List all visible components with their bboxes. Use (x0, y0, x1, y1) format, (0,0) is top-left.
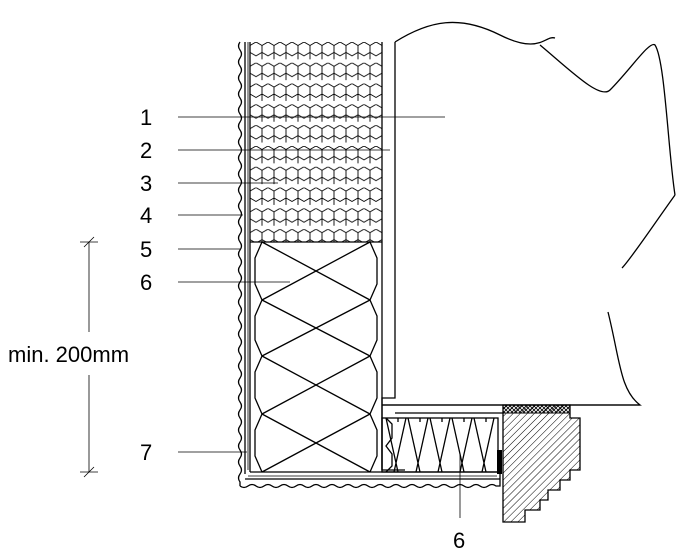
dimension-label: min. 200mm (8, 342, 129, 367)
label-7: 7 (140, 440, 152, 465)
label-5: 5 (140, 237, 152, 262)
membrane-strip (502, 404, 571, 414)
building-break-curve-right (621, 194, 676, 269)
render-coat-bottom (239, 474, 501, 489)
floor-edge-insulation (381, 417, 499, 473)
label-2: 2 (140, 138, 152, 163)
mineral-wool-insulation (254, 241, 378, 473)
black-seal-strip (497, 450, 502, 474)
building-outline (381, 42, 405, 471)
building-break-curve-bottom (382, 311, 642, 406)
dimension-line (80, 236, 98, 478)
label-3: 3 (140, 171, 152, 196)
eps-insulation-hex (250, 42, 382, 242)
concrete-base-hatched (502, 404, 581, 523)
label-4: 4 (140, 203, 152, 228)
label-1: 1 (140, 105, 152, 130)
label-6-bottom: 6 (453, 528, 465, 553)
render-coat-left (237, 41, 243, 486)
building-break-curve-top (539, 43, 676, 196)
label-6: 6 (140, 270, 152, 295)
building-outline-top-curve (394, 21, 556, 45)
